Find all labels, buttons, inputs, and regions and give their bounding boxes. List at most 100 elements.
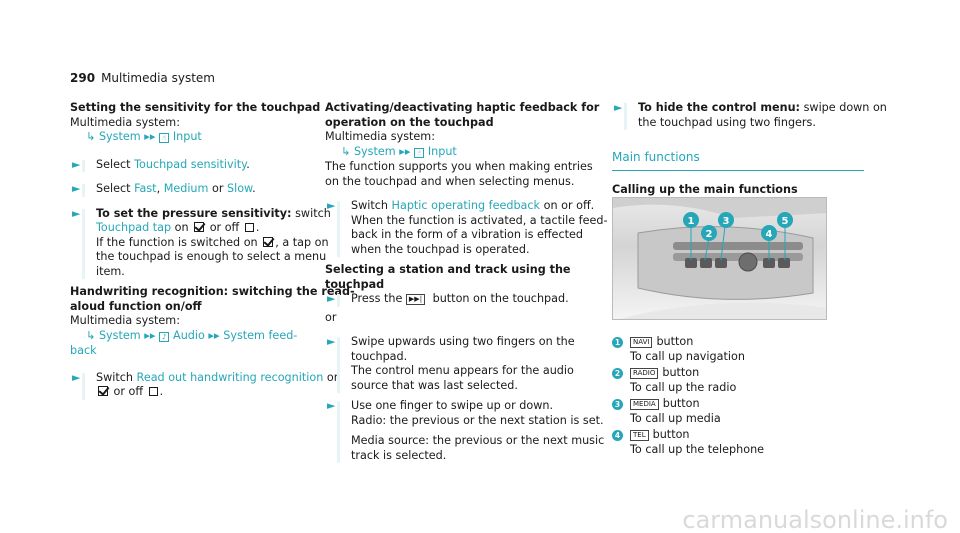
touchpad-sensitivity-link[interactable]: Touchpad sensitivity — [134, 157, 247, 171]
step-item: ► Select Touchpad sensitivity. — [70, 157, 325, 172]
touchpad-tap-link[interactable]: Touchpad tap — [96, 221, 172, 234]
fast-link[interactable]: Fast — [134, 182, 157, 195]
menu-path: ↳ System ▸▸ ☝ Input — [70, 130, 325, 146]
legend-number: 4 — [612, 430, 623, 441]
touch-icon: ☝ — [414, 147, 425, 158]
step-text: on — [171, 221, 193, 234]
section-rule — [612, 169, 864, 171]
step-text: the touchpad is enough to select a menu — [96, 250, 327, 263]
callout-text: 2 — [706, 229, 713, 240]
section-heading: Selecting a station and track using the — [325, 263, 571, 276]
sub-heading: Calling up the main functions — [612, 182, 798, 196]
checkbox-empty-icon — [244, 223, 254, 232]
checkbox-checked-icon — [98, 386, 108, 396]
step-text: Press the — [351, 292, 406, 305]
media-key-icon: MEDIA — [630, 399, 659, 410]
path-arrow-icon: ↳ — [86, 130, 96, 143]
path-input[interactable]: Input — [427, 144, 457, 158]
step-bold: To set the pressure sensitivity: — [96, 206, 292, 220]
double-chevron-icon: ▸▸ — [208, 328, 224, 342]
legend-desc: To call up media — [630, 411, 721, 425]
path-input[interactable]: Input — [172, 130, 202, 143]
step-bullet-icon: ► — [72, 206, 81, 220]
slow-link[interactable]: Slow — [226, 182, 253, 195]
path-system-feedback-cont[interactable]: back — [70, 344, 97, 357]
medium-link[interactable]: Medium — [163, 182, 209, 195]
callout-text: 1 — [688, 216, 695, 227]
section-heading: operation on the touchpad — [325, 115, 494, 129]
header-title: Multimedia system — [101, 71, 215, 85]
page-header: 290 Multimedia system — [70, 71, 215, 86]
read-out-handwriting-link[interactable]: Read out handwriting recognition — [136, 370, 324, 384]
step-bar — [624, 103, 627, 130]
step-text: . — [252, 182, 256, 195]
column-middle: Activating/deactivating haptic feedback … — [325, 101, 608, 463]
step-item: ► To set the pressure sensitivity: switc… — [72, 206, 331, 279]
step-text: back in the form of a vibration is effec… — [351, 228, 583, 241]
step-text: swipe down on — [800, 101, 887, 114]
step-bullet-icon: ► — [327, 399, 336, 412]
step-text: when the touchpad is operated. — [351, 242, 530, 256]
step-item: ► Switch Read out handwriting recognitio… — [72, 370, 341, 400]
step-text: Media source: the previous or the next m… — [351, 434, 605, 447]
path-system[interactable]: System — [98, 328, 141, 342]
double-chevron-icon: ▸▸ — [144, 328, 160, 342]
step-text: or off — [110, 385, 147, 398]
step-text: Switch — [351, 199, 392, 212]
console-figure: 1 2 3 4 5 — [612, 197, 827, 320]
callout-markers: 1 2 3 4 5 — [683, 212, 793, 241]
body-text: on the touchpad and when selecting menus… — [325, 174, 575, 188]
step-text: When the function is activated, a tactil… — [351, 213, 608, 227]
step-bar — [82, 159, 85, 172]
path-system[interactable]: System — [353, 144, 396, 158]
step-text: Switch — [96, 370, 137, 384]
step-text: The control menu appears for the audio — [351, 364, 574, 377]
step-bar — [82, 208, 85, 279]
legend-label: button — [662, 397, 700, 410]
intro-text: Multimedia system: — [325, 130, 435, 143]
section-heading: Activating/deactivating haptic feedback … — [325, 101, 600, 114]
radio-key-icon: RADIO — [630, 368, 659, 379]
touch-icon: ☝ — [159, 133, 170, 143]
path-system-feedback[interactable]: System feed- — [223, 328, 298, 342]
path-audio[interactable]: Audio — [173, 328, 205, 342]
legend-number: 1 — [612, 337, 623, 348]
intro-text: Multimedia system: — [70, 115, 180, 129]
step-text: . — [246, 157, 250, 171]
step-bullet-icon: ► — [72, 182, 81, 195]
section-heading: touchpad — [325, 277, 385, 291]
haptic-feedback-link[interactable]: Haptic operating feedback — [391, 199, 541, 212]
intro-text: Multimedia system: — [70, 314, 180, 327]
step-text: or off — [206, 221, 243, 234]
callout-text: 5 — [782, 216, 789, 227]
step-text: source that was last selected. — [351, 378, 518, 392]
step-text: button on the touchpad. — [429, 292, 569, 305]
step-bar — [82, 184, 85, 197]
double-chevron-icon: ▸▸ — [144, 130, 160, 143]
step-bullet-icon: ► — [327, 292, 336, 305]
callout-3 — [718, 212, 734, 228]
legend-label: button — [652, 428, 690, 441]
step-bar — [337, 337, 340, 393]
section-heading: aloud function on/off — [70, 299, 202, 313]
step-text: the touchpad using two fingers. — [638, 115, 816, 129]
callout-4 — [761, 225, 777, 241]
tel-key-icon: TEL — [630, 430, 649, 441]
step-text: , a tap on — [275, 235, 329, 249]
column-left: Setting the sensitivity for the touchpad… — [70, 101, 355, 400]
step-bar — [337, 294, 340, 307]
callout-text: 3 — [723, 216, 730, 227]
path-system[interactable]: System — [98, 130, 141, 143]
step-bullet-icon: ► — [614, 101, 623, 114]
step-text: Use one finger to swipe up or down. — [351, 399, 554, 412]
step-bar — [337, 201, 340, 257]
page-number: 290 — [70, 71, 96, 85]
step-text: touchpad. — [351, 349, 408, 363]
step-bar — [337, 401, 340, 463]
step-text: track is selected. — [351, 448, 447, 462]
audio-icon: ♪ — [159, 331, 170, 342]
